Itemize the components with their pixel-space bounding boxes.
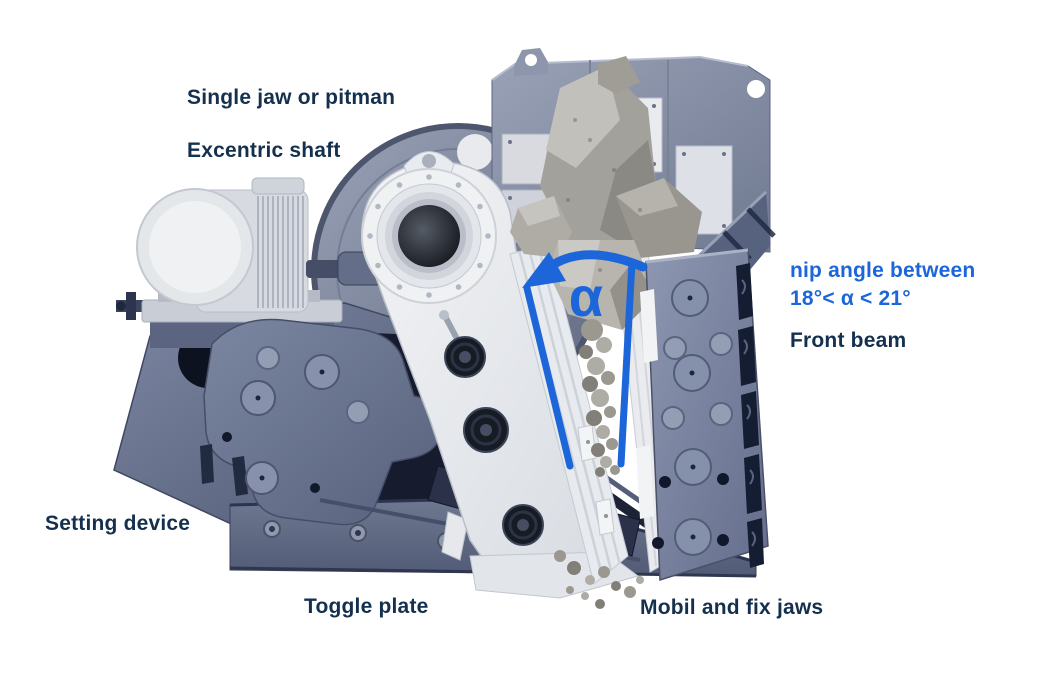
alpha-symbol: α xyxy=(569,265,603,328)
nip-angle-annotation: α xyxy=(522,250,648,470)
label-toggle-plate: Toggle plate xyxy=(304,595,429,618)
lug-hole xyxy=(747,80,765,98)
label-single-jaw-or-pitman: Single jaw or pitman xyxy=(187,86,396,109)
excentric-shaft-bearing xyxy=(361,168,497,304)
crushed-rocks-outlet xyxy=(554,550,644,609)
label-excentric-shaft: Excentric shaft xyxy=(187,139,341,162)
motor-fins xyxy=(257,196,304,308)
beam-boss xyxy=(652,279,733,556)
front-beam-part xyxy=(636,248,769,582)
label-nip-angle-line1: nip angle between xyxy=(790,259,976,282)
beam-spring-pockets xyxy=(736,263,764,568)
shaft-bore xyxy=(398,205,460,267)
nip-angle-arrowhead xyxy=(522,252,566,288)
label-nip-angle: nip angle between 18°< α < 21° xyxy=(790,257,975,313)
setting-boss xyxy=(222,346,370,495)
feed-rocks xyxy=(510,56,702,330)
label-front-beam: Front beam xyxy=(790,329,907,352)
label-nip-angle-line2: 18°< α < 21° xyxy=(790,287,911,310)
fixed-jaw-line xyxy=(617,258,636,468)
label-setting-device: Setting device xyxy=(45,512,191,535)
label-mobil-and-fix-jaws: Mobil and fix jaws xyxy=(640,596,824,619)
crushing-rocks-column xyxy=(579,319,620,477)
mobile-jaw-line xyxy=(523,284,574,470)
pitman-spring-stacks xyxy=(439,310,544,546)
flywheel-hole xyxy=(457,134,493,170)
base-bolt xyxy=(263,520,455,550)
